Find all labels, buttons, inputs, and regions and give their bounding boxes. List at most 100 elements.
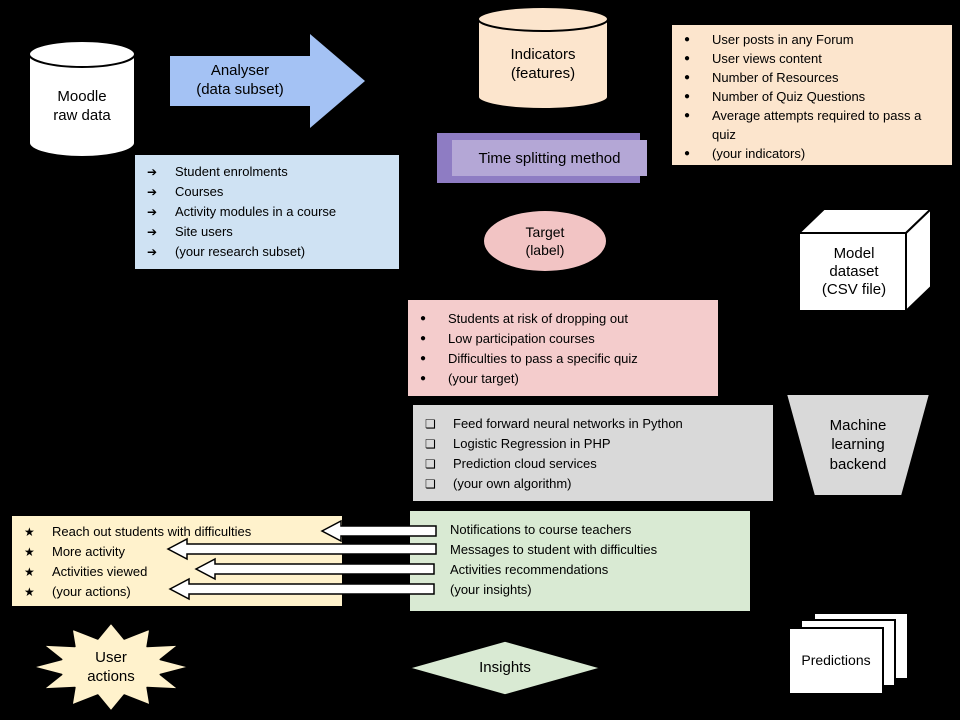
list-item-text: Activities viewed — [52, 564, 148, 579]
list-item-text: Activities recommendations — [450, 562, 609, 577]
list-item-text: Student enrolments — [175, 164, 288, 179]
star-bullet-icon: ★ — [24, 545, 35, 559]
predictions-label: Predictions — [801, 652, 871, 669]
list-item: ❖Notifications to course teachers — [410, 520, 750, 540]
list-item-text: Low participation courses — [448, 331, 595, 346]
model-dataset-label: Model dataset (CSV file) — [821, 245, 887, 298]
checkbox-bullet-icon: ❏ — [425, 437, 436, 451]
list-item-text: Logistic Regression in PHP — [453, 436, 611, 451]
dot-bullet-icon: ● — [684, 72, 691, 83]
right-arrow-shape — [170, 34, 365, 128]
target-ellipse: Target (label) — [483, 210, 607, 272]
diamond-shape — [406, 640, 604, 696]
list-item-text: User posts in any Forum — [712, 32, 854, 47]
list-item: ● (your target) — [408, 369, 718, 389]
analyser-label: Analyser (data subset) — [196, 62, 284, 98]
indicators-label: Indicators (features) — [510, 46, 576, 82]
ml-backend-label: Machine learning backend — [829, 416, 887, 473]
list-item-text: (your research subset) — [175, 244, 306, 259]
list-item: ● Number of Resources — [672, 68, 952, 87]
insights-label: Insights — [479, 658, 531, 676]
list-item-text: Students at risk of dropping out — [448, 311, 628, 326]
list-item-text: Notifications to course teachers — [450, 522, 632, 537]
research-subset-box: ➔ Student enrolments ➔Courses ➔ Activity m… — [135, 155, 399, 269]
list-item: ● User posts in any Forum — [672, 30, 952, 49]
model-dataset-cube: Model dataset (CSV file) — [798, 208, 932, 312]
cylinder-shape — [28, 40, 136, 158]
star-bullet-icon: ★ — [24, 525, 35, 539]
cylinder-shape — [477, 6, 609, 110]
list-item: ❏ Logistic Regression in PHP — [413, 434, 773, 454]
list-item: ●User views content — [672, 49, 952, 68]
list-item-text: Messages to student with difficulties — [450, 542, 658, 557]
insight-examples-box: ❖Notifications to course teachers ❖Messa… — [410, 511, 750, 611]
list-item: ❏ Feed forward neural networks in Python — [413, 414, 773, 434]
list-item-text: (your target) — [448, 371, 519, 386]
checkbox-bullet-icon: ❏ — [425, 477, 436, 491]
list-item-text: Number of Resources — [712, 70, 839, 85]
indicators-cylinder: Indicators (features) — [477, 6, 609, 110]
list-item-text: Reach out students with difficulties — [52, 524, 252, 539]
list-item-text: Number of Quiz Questions — [712, 89, 866, 104]
analyser-arrow: Analyser (data subset) — [170, 33, 366, 129]
dot-bullet-icon: ● — [684, 110, 691, 121]
indicator-examples-box: ●User posts in any Forum ●User views con… — [672, 25, 952, 165]
checkbox-bullet-icon: ❏ — [425, 417, 436, 431]
list-item: ❏ (your own algorithm) — [413, 474, 773, 494]
dot-bullet-icon: ● — [420, 373, 427, 384]
list-item-text: Feed forward neural networks in Python — [453, 416, 683, 431]
dot-bullet-icon: ● — [684, 34, 691, 45]
ml-backend-trapezoid: Machine learning backend — [784, 393, 932, 497]
dot-bullet-icon: ● — [684, 148, 691, 159]
list-item-text: User views content — [712, 51, 822, 66]
list-item-text: Activity modules in a course — [175, 204, 337, 219]
list-item: ● Number of Quiz Questions — [672, 87, 952, 106]
arrow-bullet-icon: ➔ — [147, 205, 158, 219]
trapezoid-shape — [784, 393, 932, 497]
list-item: ★ (your actions) — [12, 582, 342, 602]
user-actions-label: User actions — [87, 648, 135, 686]
predictions-pages: Predictions — [788, 612, 910, 696]
algorithms-box: ❏Feed forward neural networks in Python … — [413, 405, 773, 501]
list-item-text: Average attempts required to pass a quiz — [712, 108, 922, 142]
list-item: ● Difficulties to pass a specific quiz — [408, 349, 718, 369]
arrow-bullet-icon: ➔ — [147, 165, 158, 179]
dot-bullet-icon: ● — [420, 313, 427, 324]
list-item-text: Site users — [175, 224, 233, 239]
list-item-text: Prediction cloud services — [453, 456, 597, 471]
stacked-pages-shape — [788, 612, 909, 695]
list-item-text: (your insights) — [450, 582, 532, 597]
dot-bullet-icon: ● — [420, 353, 427, 364]
list-item: ➔ (your research subset) — [135, 242, 399, 262]
list-item: ➔Courses — [135, 182, 399, 202]
list-item-text: (your indicators) — [712, 146, 806, 161]
list-item: ❖Messages to student with difficulties — [410, 540, 750, 560]
list-item: ● Students at risk of dropping out — [408, 309, 718, 329]
list-item: ❏Prediction cloud services — [413, 454, 773, 474]
list-item: ● (your indicators) — [672, 144, 952, 163]
arrow-bullet-icon: ➔ — [147, 245, 158, 259]
time-splitting-box: Time splitting method — [437, 133, 647, 183]
list-item-text: (your actions) — [52, 584, 131, 599]
time-splitting-label: Time splitting method — [452, 140, 647, 176]
list-item: ★More activity — [12, 542, 342, 562]
list-item: ★ Activities viewed — [12, 562, 342, 582]
feedback-arrows — [160, 515, 445, 607]
star-bullet-icon: ★ — [24, 585, 35, 599]
left-arrows-shape — [166, 519, 437, 601]
cube-shape — [798, 208, 932, 312]
list-item: ❖Activities recommendations — [410, 560, 750, 580]
moodle-raw-data-label: Moodle raw data — [53, 88, 111, 124]
list-item-text: Difficulties to pass a specific quiz — [448, 351, 638, 366]
list-item: ➔ Student enrolments — [135, 162, 399, 182]
moodle-raw-data-cylinder: Moodle raw data — [28, 40, 136, 158]
insights-diamond: Insights — [406, 640, 604, 696]
user-actions-starburst: User actions — [32, 622, 190, 712]
star-bullet-icon: ★ — [24, 565, 35, 579]
list-item: ● Average attempts required to pass a qui… — [672, 106, 952, 144]
list-item-text: (your own algorithm) — [453, 476, 572, 491]
target-examples-box: ●Students at risk of dropping out ●Low p… — [408, 300, 718, 396]
list-item: ➔ Activity modules in a course — [135, 202, 399, 222]
list-item: ●Low participation courses — [408, 329, 718, 349]
dot-bullet-icon: ● — [684, 91, 691, 102]
